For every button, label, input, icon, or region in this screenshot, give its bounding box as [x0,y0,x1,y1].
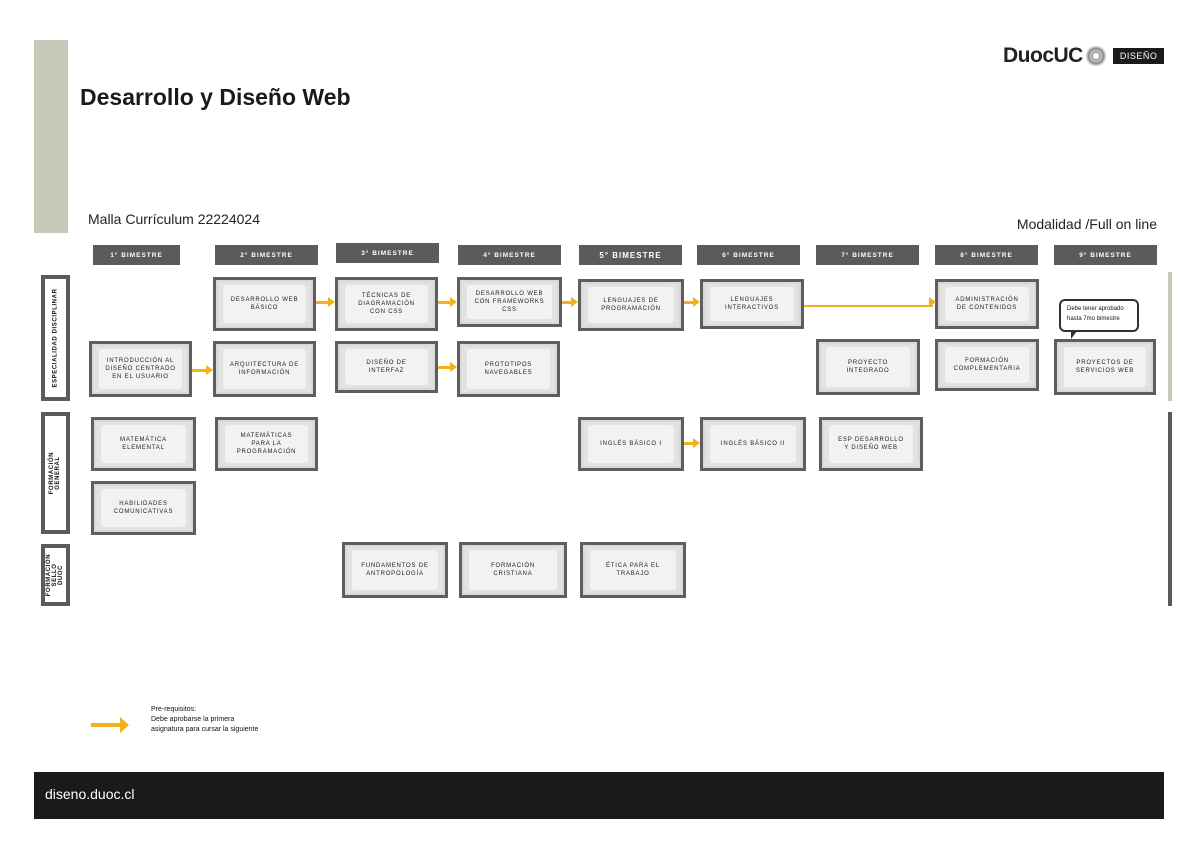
course-lenguajes-programacion: LENGUAJES DE PROGRAMACIÓN [578,279,684,331]
course-arquitectura-informacion: ARQUITECTURA DE INFORMACIÓN [213,341,316,397]
bimestre-header-4: 4° BIMESTRE [458,245,561,265]
course-habilidades-comunicativas: HABILIDADES COMUNICATIVAS [91,481,196,535]
course-label: HABILIDADES COMUNICATIVAS [101,489,186,527]
course-label: LENGUAJES DE PROGRAMACIÓN [588,287,674,323]
course-label: INGLÉS BÁSICO II [710,425,796,463]
course-label: DESARROLLO WEB CON FRAMEWORKS CSS [467,285,552,319]
logo-tag: DISEÑO [1112,48,1165,64]
course-label: INTRODUCCIÓN AL DISEÑO CENTRADO EN EL US… [99,349,182,389]
course-prototipos-navegables: PROTOTIPOS NAVEGABLES [457,341,560,397]
bimestre-header-3: 3° BIMESTRE [336,243,439,263]
row-label-general: FORMACIÓN GENERAL [41,412,70,534]
course-label: FORMACIÓN COMPLEMENTARIA [945,347,1029,383]
modalidad-label: Modalidad /Full on line [1016,216,1157,232]
page-title: Desarrollo y Diseño Web [80,84,351,110]
bimestre-header-8: 8° BIMESTRE [935,245,1038,265]
row-label-general-text: FORMACIÓN GENERAL [49,451,62,495]
course-label: DISEÑO DE INTERFAZ [345,349,428,385]
right-divider-general [1168,412,1172,606]
course-formacion-cristiana: FORMACIÓN CRISTIANA [459,542,567,598]
course-ingles-basico-1: INGLÉS BÁSICO I [578,417,684,471]
course-label: DESARROLLO WEB BÁSICO [223,285,306,323]
prereq-arrow [438,362,457,372]
prereq-line [804,305,933,307]
course-tecnicas-diagramacion: TÉCNICAS DE DIAGRAMACIÓN CON CSS [335,277,438,331]
course-matematica-elemental: MATEMÁTICA ELEMENTAL [91,417,196,471]
bimestre-header-1: 1° BIMESTRE [93,245,180,265]
prereq-arrow [192,365,213,375]
row-label-sello-text: FORMACIÓN SELLO DUOC [46,553,65,597]
course-desarrollo-web-basico: DESARROLLO WEB BÁSICO [213,277,316,331]
course-label: ÉTICA PARA EL TRABAJO [590,550,676,590]
footer-bar [34,772,1164,819]
course-fundamentos-antropologia: FUNDAMENTOS DE ANTROPOLOGÍA [342,542,448,598]
bimestre-header-6: 6° BIMESTRE [697,245,800,265]
logo-seal-icon [1085,46,1106,66]
prereq-arrow [929,297,936,307]
legend-title: Pre-requisitos: [151,706,197,713]
course-formacion-complementaria: FORMACIÓN COMPLEMENTARIA [935,339,1039,391]
course-label: MATEMÁTICAS PARA LA PROGRAMACIÓN [225,425,308,463]
course-ingles-basico-2: INGLÉS BÁSICO II [700,417,806,471]
prereq-arrow [438,297,457,307]
duoc-logo: DuocUC DISEÑO [1003,44,1165,68]
course-diseno-interfaz: DISEÑO DE INTERFAZ [335,341,438,393]
course-label: PROTOTIPOS NAVEGABLES [467,349,550,389]
course-esp-desarrollo: ESP DESARROLLO Y DISEÑO WEB [819,417,923,471]
footer-url[interactable]: diseno.duoc.cl [45,786,135,802]
legend-arrow-icon [91,717,129,733]
course-proyecto-integrado: PROYECTO INTEGRADO [816,339,920,395]
course-administracion-contenidos: ADMINISTRACIÓN DE CONTENIDOS [935,279,1039,329]
bimestre-header-9: 9° BIMESTRE [1054,245,1157,265]
prereq-arrow [316,297,335,307]
course-label: ARQUITECTURA DE INFORMACIÓN [223,349,306,389]
row-label-disciplinar: ESPECIALIDAD DISCIPLINAR [41,275,70,401]
course-desarrollo-frameworks: DESARROLLO WEB CON FRAMEWORKS CSS [457,277,562,327]
course-matematicas-programacion: MATEMÁTICAS PARA LA PROGRAMACIÓN [215,417,318,471]
course-etica-trabajo: ÉTICA PARA EL TRABAJO [580,542,686,598]
legend: Pre-requisitos: Debe aprobarse la primer… [151,705,261,735]
course-label: LENGUAJES INTERACTIVOS [710,287,794,321]
bimestre-header-7: 7° BIMESTRE [816,245,919,265]
bimestre-header-5: 5° BIMESTRE [579,245,682,265]
bimestre-header-2: 2° BIMESTRE [215,245,318,265]
legend-description: Debe aprobarse la primera asignatura par… [151,716,259,734]
course-label: ESP DESARROLLO Y DISEÑO WEB [829,425,913,463]
row-label-disciplinar-text: ESPECIALIDAD DISCIPLINAR [52,288,59,388]
row-label-sello: FORMACIÓN SELLO DUOC [41,544,70,606]
course-label: MATEMÁTICA ELEMENTAL [101,425,186,463]
right-divider-disciplinar [1168,272,1172,401]
course-lenguajes-interactivos: LENGUAJES INTERACTIVOS [700,279,804,329]
prereq-arrow [684,438,700,448]
course-label: INGLÉS BÁSICO I [588,425,674,463]
course-introduccion-diseno: INTRODUCCIÓN AL DISEÑO CENTRADO EN EL US… [89,341,192,397]
logo-text: DuocUC [1003,44,1083,67]
curriculum-code: Malla Currículum 22224024 [88,211,260,227]
course-label: PROYECTO INTEGRADO [826,347,910,387]
course-label: ADMINISTRACIÓN DE CONTENIDOS [945,287,1029,321]
prereq-arrow [684,297,700,307]
prereq-arrow [562,297,578,307]
prerequisite-note-bubble: Debe tener aprobado hasta 7mo bimestre [1059,299,1139,339]
decorative-side-bar [34,40,68,233]
course-label: FORMACIÓN CRISTIANA [469,550,557,590]
course-label: FUNDAMENTOS DE ANTROPOLOGÍA [352,550,438,590]
course-label: PROYECTOS DE SERVICIOS WEB [1064,347,1146,387]
course-proyectos-servicios-web: PROYECTOS DE SERVICIOS WEB [1054,339,1156,395]
course-label: TÉCNICAS DE DIAGRAMACIÓN CON CSS [345,285,428,323]
